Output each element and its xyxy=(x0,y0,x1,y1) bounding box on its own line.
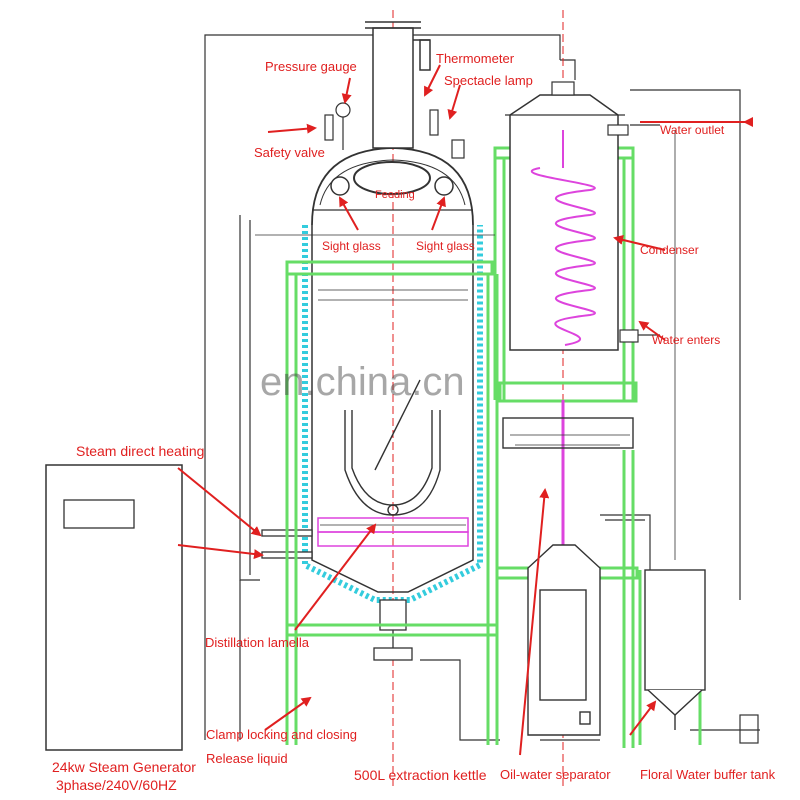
label-generator-line1: 24kw Steam Generator xyxy=(52,759,196,775)
label-sight-glass-left: Sight glass xyxy=(322,239,381,253)
label-release-liquid: Release liquid xyxy=(206,751,288,766)
buffer-tank xyxy=(644,569,706,730)
label-separator: Oil-water separator xyxy=(500,767,611,782)
dome-fittings xyxy=(324,102,465,159)
steam-generator xyxy=(45,464,183,751)
watermark: en.china.cn xyxy=(260,360,465,404)
label-kettle: 500L extraction kettle xyxy=(354,767,487,783)
label-distillation-lamella: Distillation lamella xyxy=(205,635,310,650)
dimension-lines xyxy=(255,130,676,560)
annotation-arrows xyxy=(177,64,753,756)
label-water-outlet: Water outlet xyxy=(660,123,725,137)
vapour-pipe xyxy=(365,21,431,149)
label-spectacle-lamp: Spectacle lamp xyxy=(444,73,533,88)
label-sight-glass-right: Sight glass xyxy=(416,239,475,253)
label-feeding: Feeding xyxy=(375,189,415,201)
condenser xyxy=(505,81,639,351)
internal-basket xyxy=(344,379,441,516)
heating-pipes xyxy=(317,517,469,547)
label-steam-direct-heating: Steam direct heating xyxy=(76,443,205,459)
label-buffer-tank: Floral Water buffer tank xyxy=(640,767,776,782)
oil-water-separator xyxy=(502,400,634,736)
label-water-enters: Water enters xyxy=(652,333,721,347)
label-clamp-locking: Clamp locking and closing xyxy=(206,727,358,742)
label-pressure-gauge: Pressure gauge xyxy=(265,59,357,74)
label-generator-line2: 3phase/240V/60HZ xyxy=(56,777,177,793)
label-condenser: Condenser xyxy=(640,243,699,257)
label-safety-valve: Safety valve xyxy=(254,145,325,160)
label-thermometer: Thermometer xyxy=(436,51,515,66)
support-frame xyxy=(285,146,702,748)
